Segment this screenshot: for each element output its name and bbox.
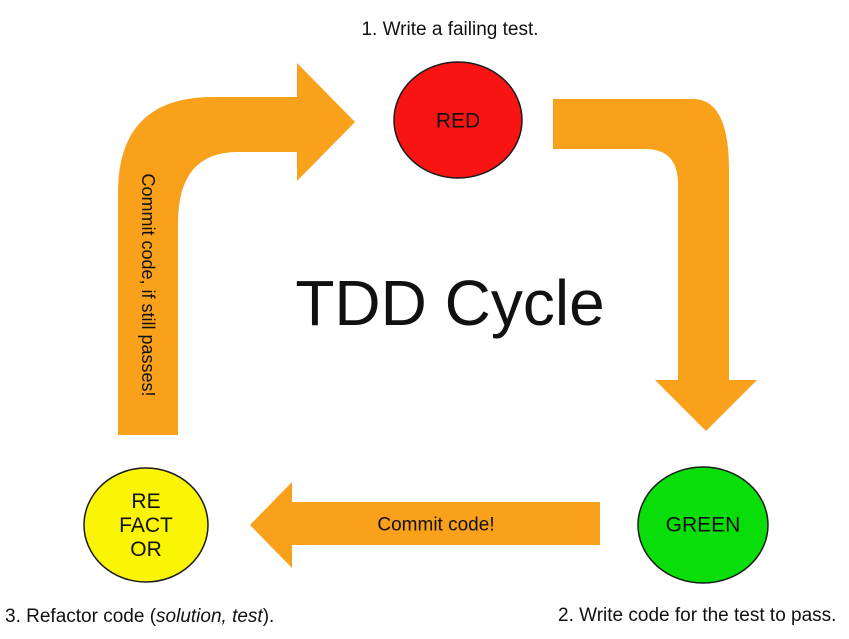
green-node-label: GREEN (666, 514, 741, 537)
refactor-node (83, 467, 209, 583)
step2-caption: 2. Write code for the test to pass. (558, 605, 836, 626)
refactor-node-label-line1: RE (131, 490, 160, 513)
arrow-red-to-green (553, 99, 757, 431)
red-node (393, 61, 523, 179)
arrow-green-to-refactor (250, 482, 600, 568)
commit-code-label: Commit code! (377, 515, 494, 536)
step3-caption: 3. Refactor code (solution, test). (5, 606, 274, 627)
step3-caption-prefix: 3. Refactor code ( (5, 606, 157, 627)
step1-caption: 1. Write a failing test. (361, 19, 538, 40)
diagram-title: TDD Cycle (295, 267, 604, 339)
refactor-node-label-line3: OR (130, 538, 162, 561)
step3-caption-suffix: ). (263, 606, 275, 627)
red-node-label: RED (436, 110, 480, 133)
refactor-node-label-line2: FACT (119, 514, 173, 537)
green-node (637, 466, 769, 584)
commit-if-passes-label: Commit code, if still passes! (138, 173, 158, 396)
step3-caption-italic: solution, test (156, 606, 263, 627)
arrow-refactor-to-red (118, 63, 355, 435)
